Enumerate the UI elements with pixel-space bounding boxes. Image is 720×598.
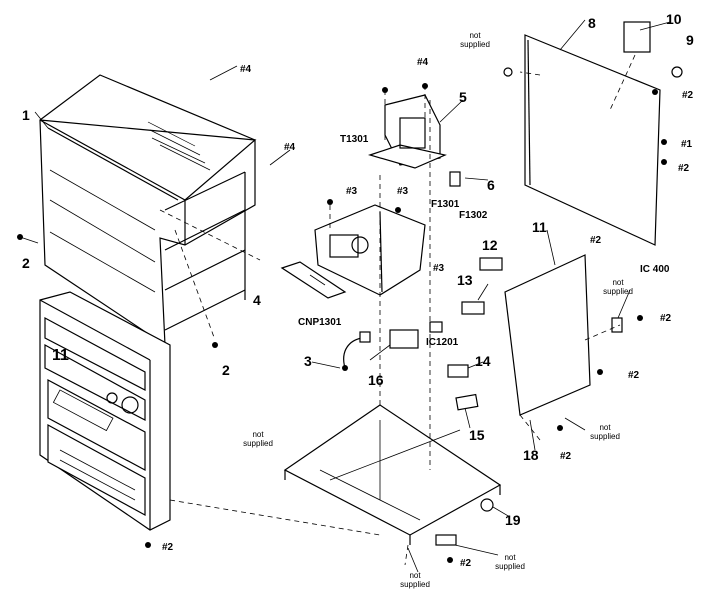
- not-supplied-notes: not supplied not supplied not supplied n…: [243, 31, 633, 589]
- part-label-4: 4: [253, 292, 261, 308]
- part-label-9: 9: [686, 32, 694, 48]
- screw-label-4a: #4: [240, 64, 252, 75]
- label-sticker: [623, 21, 651, 53]
- front-panel: [39, 291, 381, 548]
- reference-labels: T1301 F1301 F1302 CNP1301 IC1201 IC 400: [298, 134, 670, 348]
- bracket-assembly: [280, 199, 426, 299]
- part-label-18: 18: [523, 447, 539, 463]
- part-label-2b: 2: [222, 362, 230, 378]
- ref-ic400: IC 400: [640, 264, 670, 275]
- screw-label-4c: #4: [417, 57, 429, 68]
- part-label-15: 15: [469, 427, 485, 443]
- power-cord: [342, 331, 371, 371]
- ref-ic1201: IC1201: [426, 337, 459, 348]
- screw-label-2e: #2: [628, 370, 640, 381]
- screw-label-2b: #2: [678, 163, 690, 174]
- note-6-line-2: supplied: [400, 580, 430, 589]
- note-6-line-1: not: [409, 571, 421, 580]
- note-1-line-2: supplied: [460, 40, 490, 49]
- leader-lines: [34, 19, 671, 573]
- part-16: [389, 329, 419, 349]
- note-2-line-1: not: [612, 278, 624, 287]
- note-3-line-2: supplied: [590, 432, 620, 441]
- ref-f1301: F1301: [431, 199, 460, 210]
- part-label-16: 16: [368, 372, 384, 388]
- screw-label-2d: #2: [660, 313, 672, 324]
- bottom-chassis: [283, 100, 502, 566]
- back-panel: [503, 21, 683, 246]
- ref-cnp1301: CNP1301: [298, 317, 342, 328]
- part-13: [461, 301, 485, 315]
- part-labels: 1 2 2 3 4 5 6 8 9 10 11 12 13 14 15 16 1…: [22, 11, 694, 528]
- part-label-8: 8: [588, 15, 596, 31]
- ref-f1302: F1302: [459, 210, 488, 221]
- note-2-line-2: supplied: [603, 287, 633, 296]
- part-label-11: 11: [532, 219, 547, 235]
- note-5-line-1: not: [504, 553, 516, 562]
- screw-label-4b: #4: [284, 142, 296, 153]
- part-label-5: 5: [459, 89, 467, 105]
- part-label-12: 12: [482, 237, 498, 253]
- screw-labels: #4 #4 #4 #3 #3 #3 #2 #2 #2 #2 #2 #2 #2 #…: [162, 57, 694, 569]
- foot: [480, 498, 494, 512]
- screw-label-3b: #3: [397, 186, 409, 197]
- screw-label-2c: #2: [590, 235, 602, 246]
- screw-label-3c: #3: [433, 263, 445, 274]
- main-circuit-board: [389, 254, 643, 441]
- part-label-3: 3: [304, 353, 312, 369]
- note-1-line-1: not: [469, 31, 481, 40]
- note-5-line-2: supplied: [495, 562, 525, 571]
- part-label-10: 10: [666, 11, 682, 27]
- display-digits: 11: [52, 347, 69, 364]
- top-cabinet: [17, 74, 261, 348]
- fuse-holder: [449, 171, 461, 187]
- ref-t1301: T1301: [340, 134, 369, 145]
- part-12: [479, 257, 503, 271]
- part-label-13: 13: [457, 272, 473, 288]
- screw-label-3a: #3: [346, 186, 358, 197]
- screw-label-2h: #2: [162, 542, 174, 553]
- screw-label-1: #1: [681, 139, 693, 150]
- part-label-19: 19: [505, 512, 521, 528]
- part-14: [447, 364, 469, 378]
- screw-label-2g: #2: [460, 558, 472, 569]
- part-label-6: 6: [487, 177, 495, 193]
- ic1201-chip: [429, 321, 443, 333]
- note-3-line-1: not: [599, 423, 611, 432]
- screw-label-2a: #2: [682, 90, 694, 101]
- note-4-line-2: supplied: [243, 439, 273, 448]
- part-label-2a: 2: [22, 255, 30, 271]
- note-4-line-1: not: [252, 430, 264, 439]
- part-label-1: 1: [22, 107, 30, 123]
- ic400-chip: [611, 317, 623, 333]
- screw-label-2f: #2: [560, 451, 572, 462]
- part-15: [455, 393, 479, 411]
- part-label-14: 14: [475, 353, 491, 369]
- transformer-assembly: [367, 83, 461, 187]
